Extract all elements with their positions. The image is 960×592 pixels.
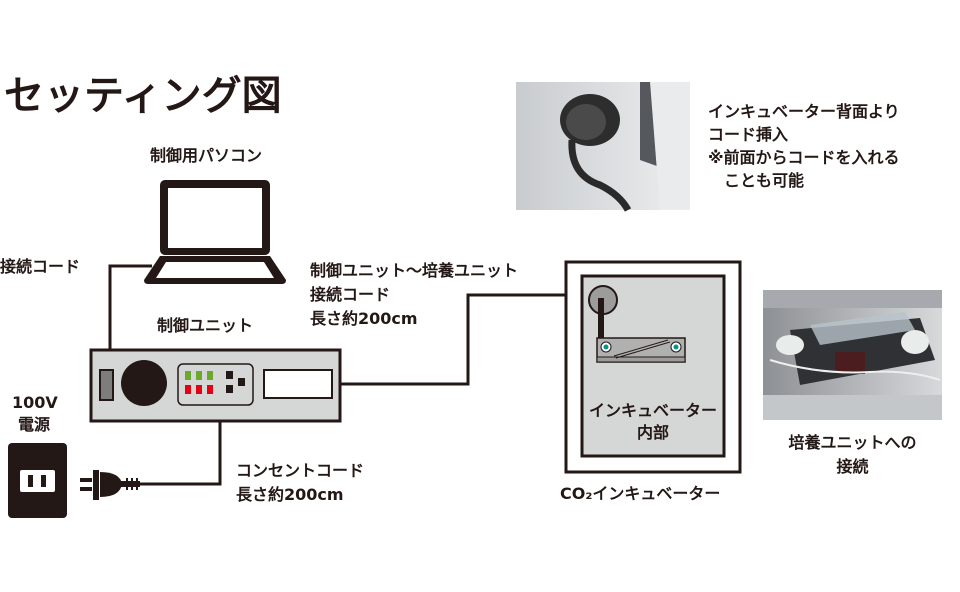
culture-label-1: 培養ユニットへの [788, 433, 917, 452]
unit-cable-label-3: 長さ約200cm [310, 309, 418, 328]
rear-note-3: ※前面からコードを入れる [708, 148, 900, 167]
rear-note-1: インキュベーター背面より [708, 102, 900, 121]
plug-icon [80, 470, 140, 500]
incubator-inside-label-1: インキュベーター [588, 401, 717, 420]
incubator-inside-label-2: 内部 [636, 423, 669, 442]
unit-cable [340, 293, 566, 386]
outlet-cable [140, 420, 222, 486]
incubator-icon [564, 260, 742, 474]
page-title: セッティング図 [4, 73, 282, 119]
control-unit-label: 制御ユニット [157, 316, 254, 335]
control-unit-icon [89, 348, 342, 423]
laptop-icon [144, 180, 286, 284]
connect-cord-label: 接続コード [0, 257, 81, 276]
culture-unit-icon [596, 337, 686, 363]
outlet-icon [8, 443, 67, 518]
rear-note-2: コード挿入 [708, 125, 789, 144]
pc-cable [108, 264, 152, 350]
outlet-cord-label-2: 長さ約200cm [236, 485, 344, 504]
outlet-cord-label-1: コンセントコード [236, 461, 365, 480]
incubator-label: CO₂インキュベーター [560, 484, 721, 503]
power-label-2: 電源 [18, 415, 51, 434]
rear-note-4: ことも可能 [708, 171, 805, 190]
culture-label-2: 接続 [836, 457, 869, 476]
unit-cable-label-2: 接続コード [310, 285, 391, 304]
power-label-1: 100V [12, 393, 58, 412]
rear-inlet-photo [516, 82, 690, 212]
culture-connection-photo [763, 290, 942, 420]
unit-cable-label-1: 制御ユニット〜培養ユニット [310, 261, 519, 280]
pc-label: 制御用パソコン [150, 146, 263, 165]
